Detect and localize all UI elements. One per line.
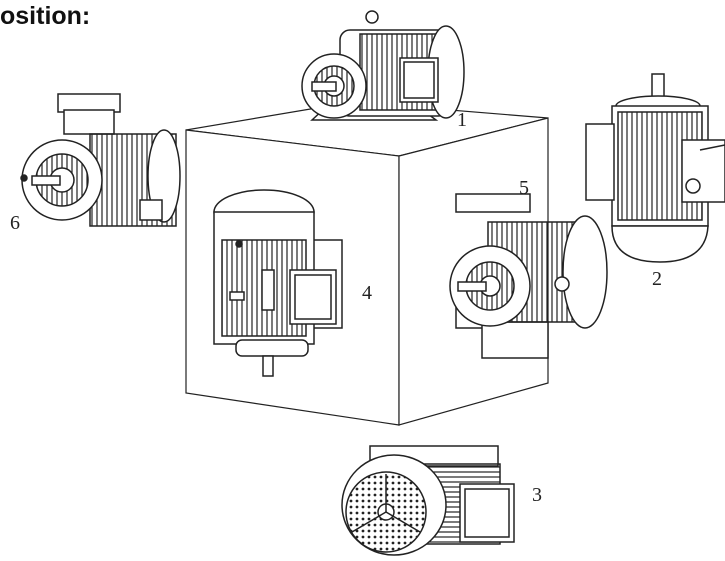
position-label-5: 5: [519, 177, 529, 199]
position-label-6: 6: [10, 212, 20, 234]
position-label-3: 3: [532, 484, 542, 506]
motor-position-5: [449, 193, 608, 359]
motor-position-4: [213, 189, 343, 377]
position-label-1: 1: [457, 109, 467, 131]
motor-position-2: [585, 73, 725, 263]
motor-position-1: [301, 10, 465, 121]
motor-position-6: [20, 93, 181, 227]
position-label-4: 4: [362, 282, 372, 304]
position-label-2: 2: [652, 268, 662, 290]
heading: osition:: [0, 2, 91, 30]
motor-position-3: [341, 445, 515, 556]
